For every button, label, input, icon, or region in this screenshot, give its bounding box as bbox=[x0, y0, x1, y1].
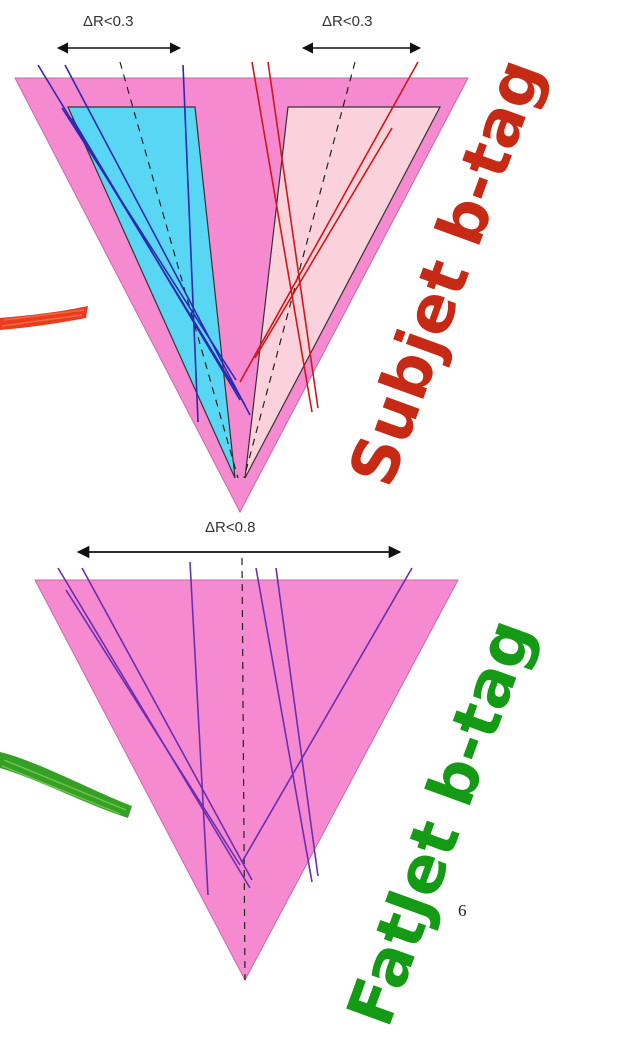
red-marker-stroke bbox=[0, 306, 88, 330]
fatjet-cone-bottom bbox=[34, 579, 459, 982]
blue-tracks bbox=[37, 64, 251, 423]
track-line bbox=[65, 589, 241, 866]
subjet-axis-right bbox=[243, 61, 356, 479]
track-line bbox=[275, 567, 319, 877]
dr-label-fatjet: ΔR<0.8 bbox=[205, 519, 255, 536]
subjet-cone-left bbox=[67, 106, 236, 479]
dr-label-left: ΔR<0.3 bbox=[83, 13, 133, 30]
purple-tracks bbox=[57, 561, 413, 896]
track-line bbox=[81, 567, 253, 881]
track-line bbox=[255, 567, 313, 883]
track-line bbox=[239, 61, 419, 383]
red-tracks bbox=[239, 61, 419, 413]
track-line bbox=[254, 127, 393, 359]
page-number: 6 bbox=[458, 901, 467, 920]
track-line bbox=[61, 107, 237, 381]
green-marker-stroke-texture bbox=[1, 759, 127, 815]
track-line bbox=[189, 561, 209, 896]
fatjet-axis bbox=[241, 557, 246, 981]
subjet-diagram: ΔR<0.3 ΔR<0.3 bbox=[14, 13, 469, 514]
track-line bbox=[71, 117, 241, 401]
red-marker-stroke-texture bbox=[1, 309, 85, 327]
track-line bbox=[182, 64, 199, 423]
track-line bbox=[267, 61, 319, 409]
subjet-cone-right bbox=[244, 106, 441, 479]
track-line bbox=[64, 64, 251, 416]
track-line bbox=[251, 61, 313, 413]
track-line bbox=[241, 567, 413, 863]
fatjet-diagram: ΔR<0.8 6 bbox=[34, 519, 467, 982]
dr-label-right: ΔR<0.3 bbox=[322, 13, 372, 30]
